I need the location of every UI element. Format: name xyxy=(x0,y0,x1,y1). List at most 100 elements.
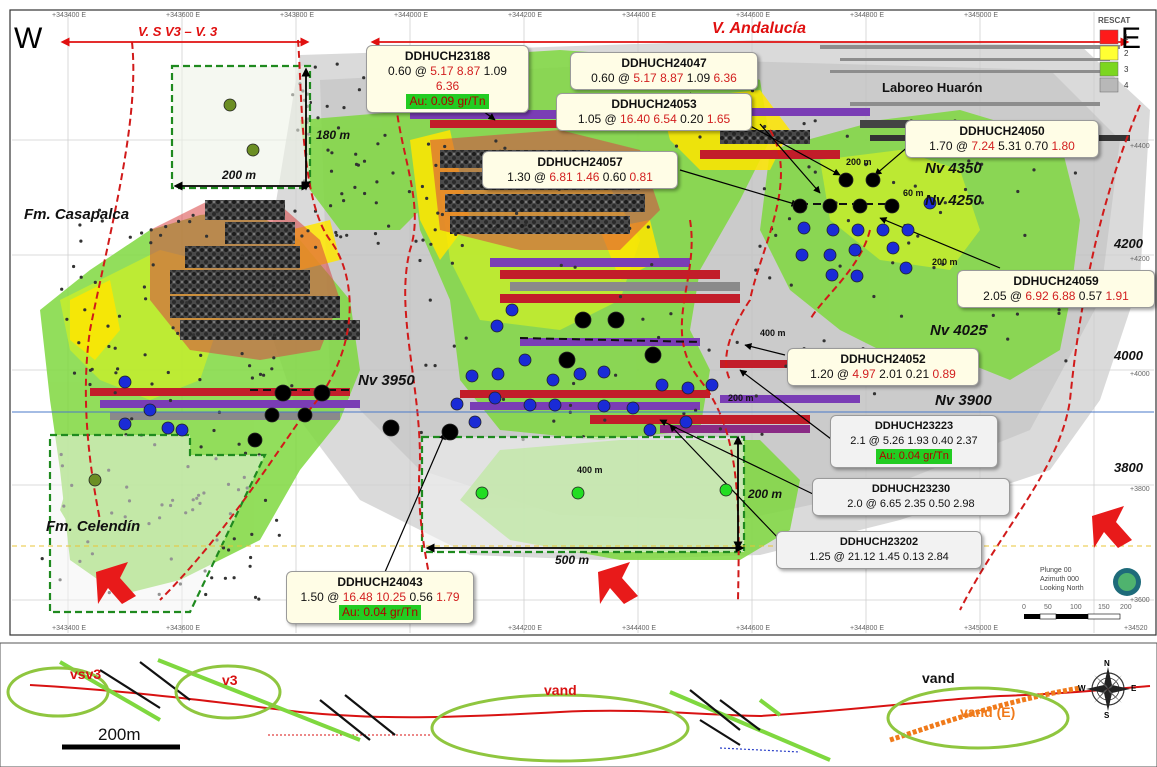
intercept-dot xyxy=(240,352,244,356)
intercept-dot xyxy=(140,231,144,235)
intercept-dot xyxy=(177,219,181,223)
callout-ddhuch24050: DDHUCH24050 1.70 @ 7.24 5.31 0.70 1.80 xyxy=(905,120,1099,158)
intercept-dot xyxy=(93,280,97,284)
intercept-dot xyxy=(807,165,811,169)
intercept-dot xyxy=(391,171,395,175)
drill-hole-marker xyxy=(865,172,881,188)
intercept-dot xyxy=(454,232,458,236)
intercept-dot xyxy=(376,142,380,146)
drill-hole-marker xyxy=(518,353,532,367)
intercept-dot xyxy=(443,144,447,149)
plan-label-vand: vand xyxy=(544,682,577,698)
scale-tick-3: 150 xyxy=(1098,604,1110,611)
intercept-dot xyxy=(822,339,826,343)
drill-hole-marker xyxy=(795,248,809,262)
legend-class-1: 1 xyxy=(1124,33,1129,42)
intercept-dot xyxy=(991,313,995,317)
intercept-dot xyxy=(227,548,231,552)
intercept-dot xyxy=(376,241,380,245)
legend-class-3: 3 xyxy=(1124,65,1129,74)
dim-180m: 180 m xyxy=(316,128,351,142)
intercept-dot xyxy=(657,335,661,340)
intercept-dot xyxy=(270,367,274,371)
intercept-dot xyxy=(899,314,904,318)
intercept-dot xyxy=(698,135,702,139)
intercept-dot xyxy=(572,381,576,386)
intercept-dot xyxy=(641,317,645,321)
dimension-lines xyxy=(173,67,745,553)
intercept-dot xyxy=(159,233,163,237)
formation-casapalca: Fm. Casapalca xyxy=(24,206,130,223)
intercept-dot xyxy=(429,242,433,246)
intercept-dot xyxy=(682,412,686,416)
intercept-dot xyxy=(618,295,623,299)
east-label: E xyxy=(1121,22,1142,55)
drill-hole-marker xyxy=(822,198,838,214)
intercept-dot xyxy=(130,417,134,421)
drill-hole-marker xyxy=(523,398,537,412)
drill-hole-marker xyxy=(597,365,611,379)
intercept-dot xyxy=(838,264,842,268)
intercept-dot xyxy=(943,201,947,205)
intercept-dot xyxy=(614,373,618,377)
intercept-dot xyxy=(559,263,563,267)
intercept-dot xyxy=(1032,168,1036,172)
intercept-dot xyxy=(329,169,334,173)
intercept-dot xyxy=(428,298,432,302)
right-tick-0: +4400 xyxy=(1130,143,1150,150)
intercept-dot xyxy=(114,371,118,375)
plan-label-vsv3: vsv3 xyxy=(70,666,102,682)
top-tick-3: +344000 E xyxy=(394,12,429,19)
callout-ddhuch24059: DDHUCH24059 2.05 @ 6.92 6.88 0.57 1.91 xyxy=(957,270,1155,308)
intercept-dot xyxy=(754,394,758,398)
intercept-dot xyxy=(250,376,254,380)
intercept-dot xyxy=(1023,233,1027,237)
intercept-dot xyxy=(212,428,216,433)
plan-label-vand-2: vand xyxy=(922,670,955,686)
elevation-4000: 4000 xyxy=(1114,348,1143,363)
intercept-dot xyxy=(271,299,275,304)
intercept-dot xyxy=(219,270,223,274)
right-tick-4: +3600 xyxy=(1130,597,1150,604)
intercept-dot xyxy=(334,230,338,235)
callout-ddhuch24053: DDHUCH24053 1.05 @ 16.40 6.54 0.20 1.65 xyxy=(556,93,752,131)
right-tick-3: +3800 xyxy=(1130,486,1150,493)
intercept-dot xyxy=(258,372,263,376)
intercept-dot xyxy=(314,245,318,249)
intercept-dot xyxy=(336,126,341,130)
dim-200m-b: 200 m xyxy=(932,257,958,267)
legend-class-2: 2 xyxy=(1124,49,1129,58)
intercept-dot xyxy=(650,263,654,267)
intercept-dot xyxy=(362,159,367,163)
intercept-dot xyxy=(515,211,519,215)
intercept-dot xyxy=(290,384,294,388)
intercept-dot xyxy=(1064,359,1068,363)
level-lines xyxy=(250,203,900,391)
intercept-dot xyxy=(424,363,428,367)
intercept-dot xyxy=(373,232,378,236)
drill-hole-marker xyxy=(297,407,313,423)
intercept-dot xyxy=(325,104,329,108)
intercept-dot xyxy=(205,234,209,238)
drill-hole-marker xyxy=(851,223,865,237)
drill-hole-marker xyxy=(246,143,260,157)
intercept-dot xyxy=(143,353,147,357)
intercept-dot xyxy=(151,263,155,267)
plan-scale-label: 200m xyxy=(98,725,141,744)
drill-hole-marker xyxy=(488,391,502,405)
intercept-dot xyxy=(326,148,330,152)
intercept-dot xyxy=(603,418,607,422)
drill-hole-marker xyxy=(468,415,482,429)
intercept-dot xyxy=(375,180,379,184)
intercept-dot xyxy=(257,597,261,601)
drill-hole-marker xyxy=(175,423,189,437)
drill-hole-marker xyxy=(626,401,640,415)
dim-200m-a: 200 m xyxy=(846,157,872,167)
callout-ddhuch23188: DDHUCH23188 0.60 @ 5.17 8.87 1.09 6.36 A… xyxy=(366,45,529,113)
intercept-dot xyxy=(523,223,528,227)
intercept-dot xyxy=(316,116,320,120)
bottom-tick-6: +345000 E xyxy=(964,625,999,632)
level-4250: Nv 4250 xyxy=(925,192,982,209)
dim-200m-c: 200 m xyxy=(728,393,754,403)
rose-s: S xyxy=(1104,711,1110,720)
